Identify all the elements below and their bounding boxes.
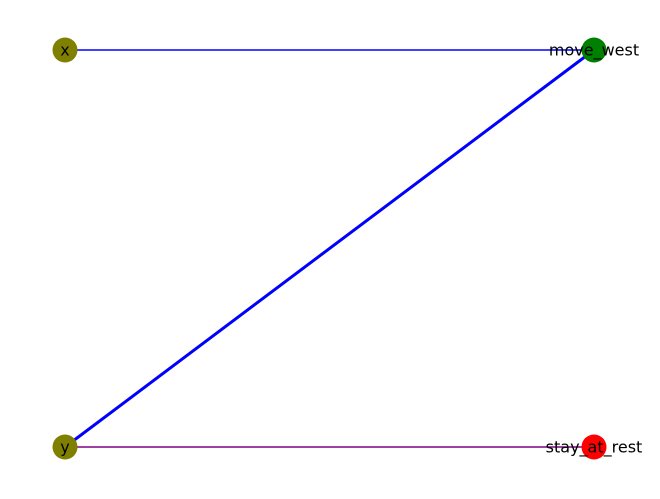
node-label-x: x [60,41,69,60]
node-layer [52,37,607,460]
edge-y-move_west [64,48,595,449]
node-stay_at_rest [581,434,607,460]
node-label-move_west: move_west [549,41,639,61]
label-layer: x y move_west stay_at_rest [60,41,642,458]
edge-layer [64,48,595,449]
node-x [52,37,78,63]
node-move_west [581,37,607,63]
node-label-y: y [60,438,69,457]
node-label-stay_at_rest: stay_at_rest [546,438,643,458]
node-y [52,434,78,460]
